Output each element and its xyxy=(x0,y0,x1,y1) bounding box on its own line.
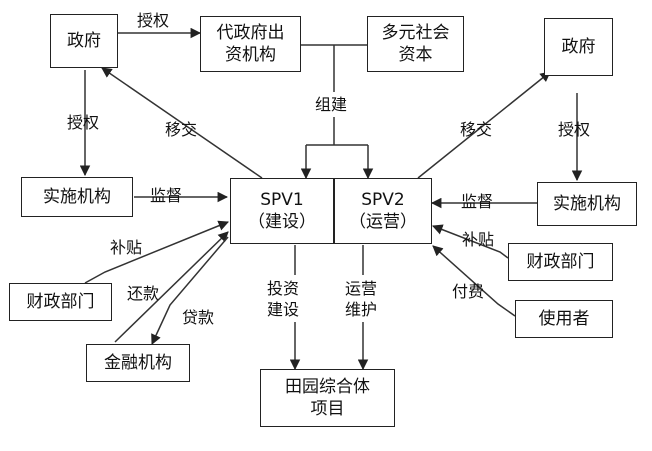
edge-label-shouquan-top: 授权 xyxy=(137,11,170,30)
finance-right-box: 财政部门 xyxy=(508,243,613,281)
multi-capital-box: 多元社会 资本 xyxy=(367,16,464,72)
spv2-label-line2: （运营） xyxy=(349,212,417,232)
spv1-label-line1: SPV1 xyxy=(260,190,304,210)
edge-label-zujian: 组建 xyxy=(315,95,348,114)
edge-label-butie-right: 补贴 xyxy=(462,230,495,249)
edge-label-butie-left: 补贴 xyxy=(110,238,143,257)
spv1-label-line2: （建设） xyxy=(248,212,316,232)
impl-right-box: 实施机构 xyxy=(537,182,637,226)
multi-capital-label-line2: 资本 xyxy=(398,45,433,65)
edge-label-touzi-line1: 投资 xyxy=(267,279,300,298)
project-label-line2: 项目 xyxy=(310,399,345,419)
finance-left-label: 财政部门 xyxy=(26,292,95,312)
edge-label-huankuan: 还款 xyxy=(127,284,160,303)
user-box: 使用者 xyxy=(515,300,613,338)
edge-label-shouquan-left: 授权 xyxy=(67,113,100,132)
spv2-label-line1: SPV2 xyxy=(361,190,405,210)
edge-label-jiandu-left: 监督 xyxy=(150,186,183,205)
arrow-spv1-to-bank xyxy=(151,236,229,345)
edge-label-touzi-line2: 建设 xyxy=(267,300,300,319)
edge-label-daikuan: 贷款 xyxy=(182,308,215,327)
arrow-spv2-to-gov-right xyxy=(417,71,551,179)
impl-right-label: 实施机构 xyxy=(553,194,621,214)
edge-label-yunying-line1: 运营 xyxy=(345,279,378,298)
edge-label-jiandu-right: 监督 xyxy=(461,192,494,211)
gov-right-box: 政府 xyxy=(544,18,613,76)
arrow-user-to-spv2 xyxy=(432,245,516,317)
edge-label-yunying-line2: 维护 xyxy=(345,300,378,319)
gov-left-label: 政府 xyxy=(67,31,101,51)
daizheng-box: 代政府出 资机构 xyxy=(200,16,301,72)
arrow-finance-right-to-spv2 xyxy=(432,224,509,259)
edge-label-shouquan-right: 授权 xyxy=(558,120,591,139)
edge-label-fufei: 付费 xyxy=(452,282,485,301)
multi-capital-label-line1: 多元社会 xyxy=(381,23,450,43)
finance-left-box: 财政部门 xyxy=(9,283,112,321)
project-label-line1: 田园综合体 xyxy=(285,377,370,397)
spv1-box: SPV1 （建设） xyxy=(230,178,334,244)
daizheng-label-line2: 资机构 xyxy=(225,45,276,65)
impl-left-box: 实施机构 xyxy=(21,177,133,217)
gov-right-label: 政府 xyxy=(561,37,596,57)
arrow-spv1-to-gov-left xyxy=(101,67,263,179)
arrow-bank-to-spv1 xyxy=(114,231,229,343)
user-label: 使用者 xyxy=(538,309,590,329)
project-box: 田园综合体 项目 xyxy=(260,369,395,427)
edge-label-yijiao-left: 移交 xyxy=(165,120,198,139)
bank-label: 金融机构 xyxy=(104,353,172,373)
edge-label-yijiao-right: 移交 xyxy=(460,120,493,139)
impl-left-label: 实施机构 xyxy=(43,187,111,207)
arrow-finance-left-to-spv1 xyxy=(84,220,229,284)
gov-left-box: 政府 xyxy=(50,14,118,68)
spv2-box: SPV2 （运营） xyxy=(334,178,432,244)
bank-box: 金融机构 xyxy=(86,344,190,382)
finance-right-label: 财政部门 xyxy=(526,252,595,272)
daizheng-label-line1: 代政府出 xyxy=(216,23,285,43)
